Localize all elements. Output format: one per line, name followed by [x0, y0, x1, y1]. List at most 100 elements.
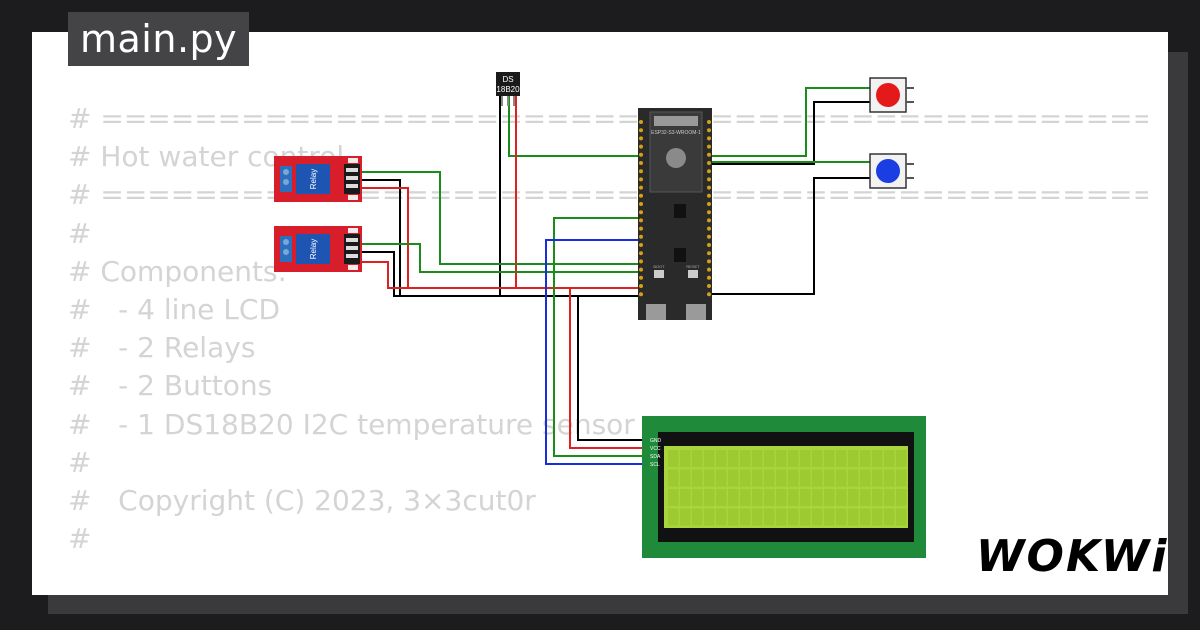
board-pin[interactable]: [707, 210, 711, 215]
board-pin[interactable]: [639, 267, 643, 272]
board-pin[interactable]: [707, 193, 711, 198]
board-pin[interactable]: [707, 161, 711, 165]
lcd-cell: [872, 508, 883, 526]
board-pin[interactable]: [707, 234, 711, 239]
board-module-label: ESP32-S3-WROOM-1: [651, 130, 701, 136]
lcd-cell: [800, 508, 811, 526]
lcd-display[interactable]: GND VCC SDA SCL: [642, 416, 926, 558]
code-line: # - 4 line LCD: [68, 292, 281, 326]
sensor-label-top: DS: [502, 75, 513, 84]
lcd-cell: [752, 489, 763, 506]
esp32-board[interactable]: ESP32-S3-WROOM-1 BOOT RESET: [638, 108, 712, 320]
relay-module-2[interactable]: Relay: [274, 226, 362, 272]
lcd-cell: [848, 469, 859, 487]
lcd-cell: [824, 508, 835, 526]
board-pin[interactable]: [707, 226, 711, 231]
lcd-cell: [716, 489, 727, 506]
code-line: # - 1 DS18B20 I2C temperature sensor: [68, 407, 635, 441]
board-pin[interactable]: [639, 193, 643, 198]
lcd-cell: [824, 469, 835, 487]
wire-relay1-gnd[interactable]: [362, 179, 500, 297]
wire-relay2-gnd[interactable]: [362, 251, 400, 297]
board-pin[interactable]: [707, 185, 711, 190]
board-pin[interactable]: [707, 120, 711, 124]
lcd-cell: [776, 508, 787, 526]
board-pin[interactable]: [639, 292, 643, 297]
board-pin[interactable]: [639, 234, 643, 239]
lcd-cell: [872, 469, 883, 487]
board-pin[interactable]: [639, 226, 643, 231]
board-pin[interactable]: [707, 267, 711, 272]
lcd-cell: [884, 450, 895, 467]
board-pin[interactable]: [707, 292, 711, 297]
board-pin[interactable]: [707, 251, 711, 256]
lcd-cell: [860, 489, 871, 506]
lcd-cell: [788, 508, 799, 526]
board-pin[interactable]: [707, 128, 711, 133]
wokwi-logo: WOKWi: [976, 531, 1169, 582]
lcd-cell: [740, 508, 751, 526]
board-pin[interactable]: [639, 243, 643, 247]
board-pin[interactable]: [639, 284, 643, 288]
board-pin[interactable]: [707, 218, 711, 223]
lcd-cell: [824, 450, 835, 467]
board-pin[interactable]: [639, 144, 643, 149]
board-pin[interactable]: [639, 251, 643, 256]
push-button-blue[interactable]: [869, 153, 914, 189]
board-pin[interactable]: [639, 136, 643, 141]
board-pin[interactable]: [707, 144, 711, 149]
board-pin[interactable]: [639, 152, 643, 157]
board-pin[interactable]: [639, 120, 643, 124]
wire-lcd-vcc[interactable]: [569, 287, 648, 449]
board-pin[interactable]: [707, 202, 711, 206]
board-pin[interactable]: [707, 169, 711, 174]
board-pin[interactable]: [639, 161, 643, 165]
wire-relay2-vcc[interactable]: [362, 261, 408, 289]
wire-button1-gnd[interactable]: [710, 101, 870, 165]
board-pin[interactable]: [707, 136, 711, 141]
file-name-tab[interactable]: main.py: [68, 12, 250, 66]
board-pin[interactable]: [639, 259, 643, 264]
lcd-cell: [680, 450, 691, 467]
wire-sensor-data[interactable]: [508, 96, 640, 157]
wire-relay1-vcc[interactable]: [362, 187, 516, 289]
board-pin[interactable]: [639, 202, 643, 206]
wire-button2-gnd[interactable]: [710, 177, 870, 295]
board-pin[interactable]: [639, 185, 643, 190]
lcd-cell: [788, 450, 799, 467]
wire-lcd-scl[interactable]: [545, 239, 648, 465]
wire-button1-signal[interactable]: [710, 87, 870, 157]
board-pin[interactable]: [707, 243, 711, 247]
board-pin[interactable]: [639, 275, 643, 280]
wire-sensor-gnd[interactable]: [499, 96, 640, 297]
relay-module-1[interactable]: Relay: [274, 156, 362, 202]
board-pin[interactable]: [639, 210, 643, 215]
board-pin[interactable]: [707, 259, 711, 264]
lcd-cell: [776, 469, 787, 487]
board-pin[interactable]: [639, 128, 643, 133]
lcd-cell: [764, 489, 775, 506]
board-pin[interactable]: [639, 169, 643, 174]
lcd-cell: [824, 489, 835, 506]
wire-lcd-sda[interactable]: [553, 217, 648, 457]
wire-relay2-in[interactable]: [362, 243, 640, 273]
wire-relay1-in[interactable]: [362, 171, 640, 265]
temperature-sensor[interactable]: DS 18B20: [496, 72, 520, 106]
lcd-cell: [716, 450, 727, 467]
board-pin[interactable]: [707, 284, 711, 288]
lcd-cell: [668, 489, 679, 506]
push-button-red[interactable]: [869, 77, 914, 113]
wire-sensor-vcc[interactable]: [515, 96, 640, 289]
board-pin[interactable]: [639, 177, 643, 182]
lcd-cell: [680, 508, 691, 526]
lcd-cell: [728, 489, 739, 506]
board-pin[interactable]: [707, 177, 711, 182]
lcd-cell: [752, 508, 763, 526]
board-pin[interactable]: [707, 275, 711, 280]
lcd-cell: [728, 450, 739, 467]
sensor-label-bottom: 18B20: [496, 85, 520, 94]
board-pin[interactable]: [707, 152, 711, 157]
board-pin[interactable]: [639, 218, 643, 223]
wire-lcd-gnd[interactable]: [577, 295, 648, 441]
lcd-cell: [812, 450, 823, 467]
